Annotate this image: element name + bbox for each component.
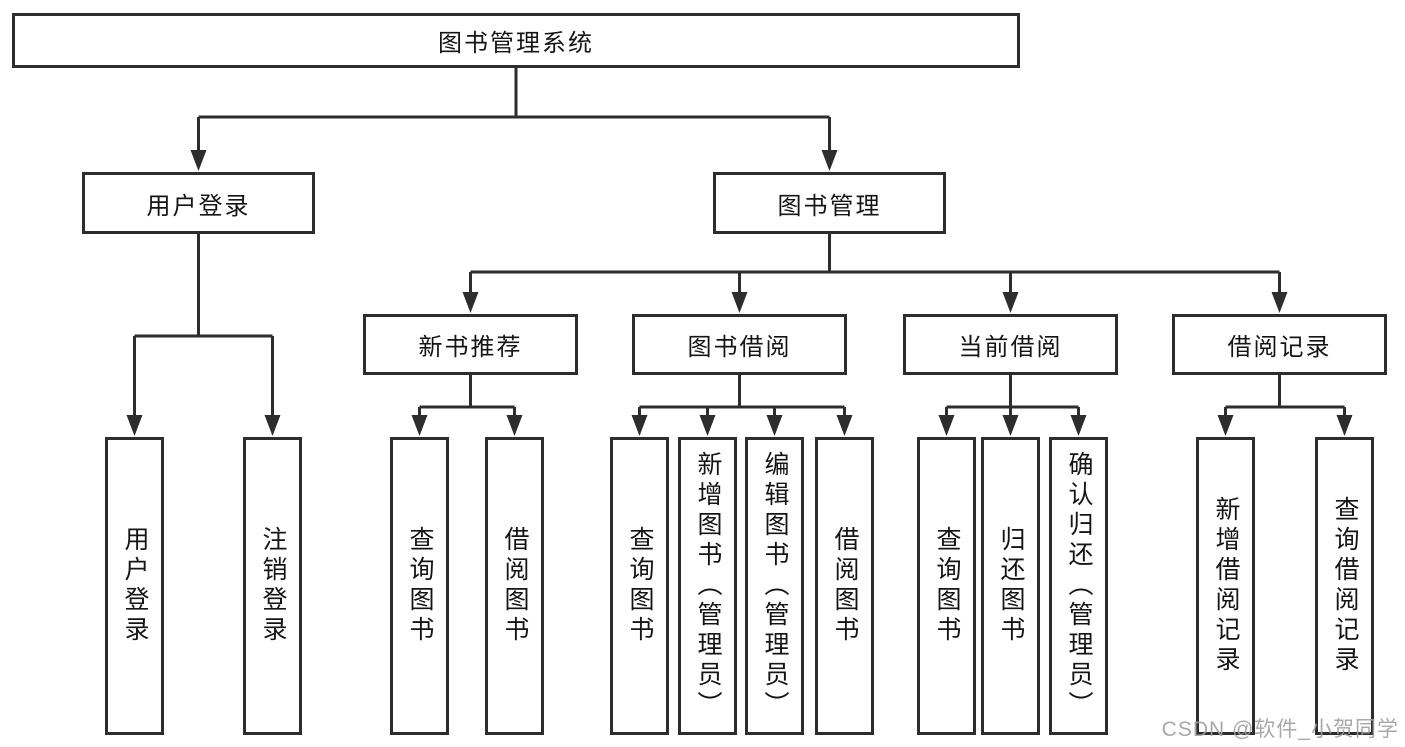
node-user-login: 用户登录 [82, 172, 315, 234]
leaf-label: 查询图书 [626, 526, 654, 646]
node-library-system: 图书管理系统 [12, 13, 1020, 68]
node-new-book-recommendation: 新书推荐 [363, 314, 578, 375]
leaf-label: 新增图书（管理员） [694, 451, 722, 721]
leaf-label: 确认归还（管理员） [1065, 451, 1093, 721]
leaf-label: 新增借阅记录 [1212, 496, 1240, 676]
leaf-label: 查询图书 [406, 526, 434, 646]
leaf-label: 查询借阅记录 [1331, 496, 1359, 676]
leaf-return-books: 归还图书 [981, 437, 1040, 735]
leaf-label: 借阅图书 [831, 526, 859, 646]
leaf-confirm-return-admin: 确认归还（管理员） [1049, 437, 1108, 735]
leaf-edit-book-admin: 编辑图书（管理员） [745, 437, 804, 735]
leaf-borrow-books: 借阅图书 [815, 437, 874, 735]
leaf-query-borrow-record: 查询借阅记录 [1315, 437, 1374, 735]
leaf-label: 借阅图书 [501, 526, 529, 646]
leaf-query-books-recommend: 查询图书 [390, 437, 449, 735]
leaf-label: 用户登录 [121, 526, 149, 646]
leaf-add-book-admin: 新增图书（管理员） [678, 437, 737, 735]
leaf-logout: 注销登录 [243, 437, 302, 735]
leaf-query-books-borrowing: 查询图书 [610, 437, 669, 735]
leaf-user-login: 用户登录 [105, 437, 164, 735]
leaf-label: 编辑图书（管理员） [761, 451, 789, 721]
leaf-query-books-current: 查询图书 [917, 437, 976, 735]
leaf-label: 查询图书 [933, 526, 961, 646]
node-book-management: 图书管理 [713, 172, 946, 234]
leaf-add-borrow-record: 新增借阅记录 [1196, 437, 1255, 735]
node-current-borrowing: 当前借阅 [903, 314, 1118, 375]
node-book-borrowing: 图书借阅 [632, 314, 847, 375]
leaf-label: 归还图书 [997, 526, 1025, 646]
leaf-label: 注销登录 [259, 526, 287, 646]
leaf-borrow-books-recommend: 借阅图书 [485, 437, 544, 735]
node-borrowing-records: 借阅记录 [1172, 314, 1387, 375]
watermark: CSDN @软件_小贺同学 [1161, 718, 1399, 741]
